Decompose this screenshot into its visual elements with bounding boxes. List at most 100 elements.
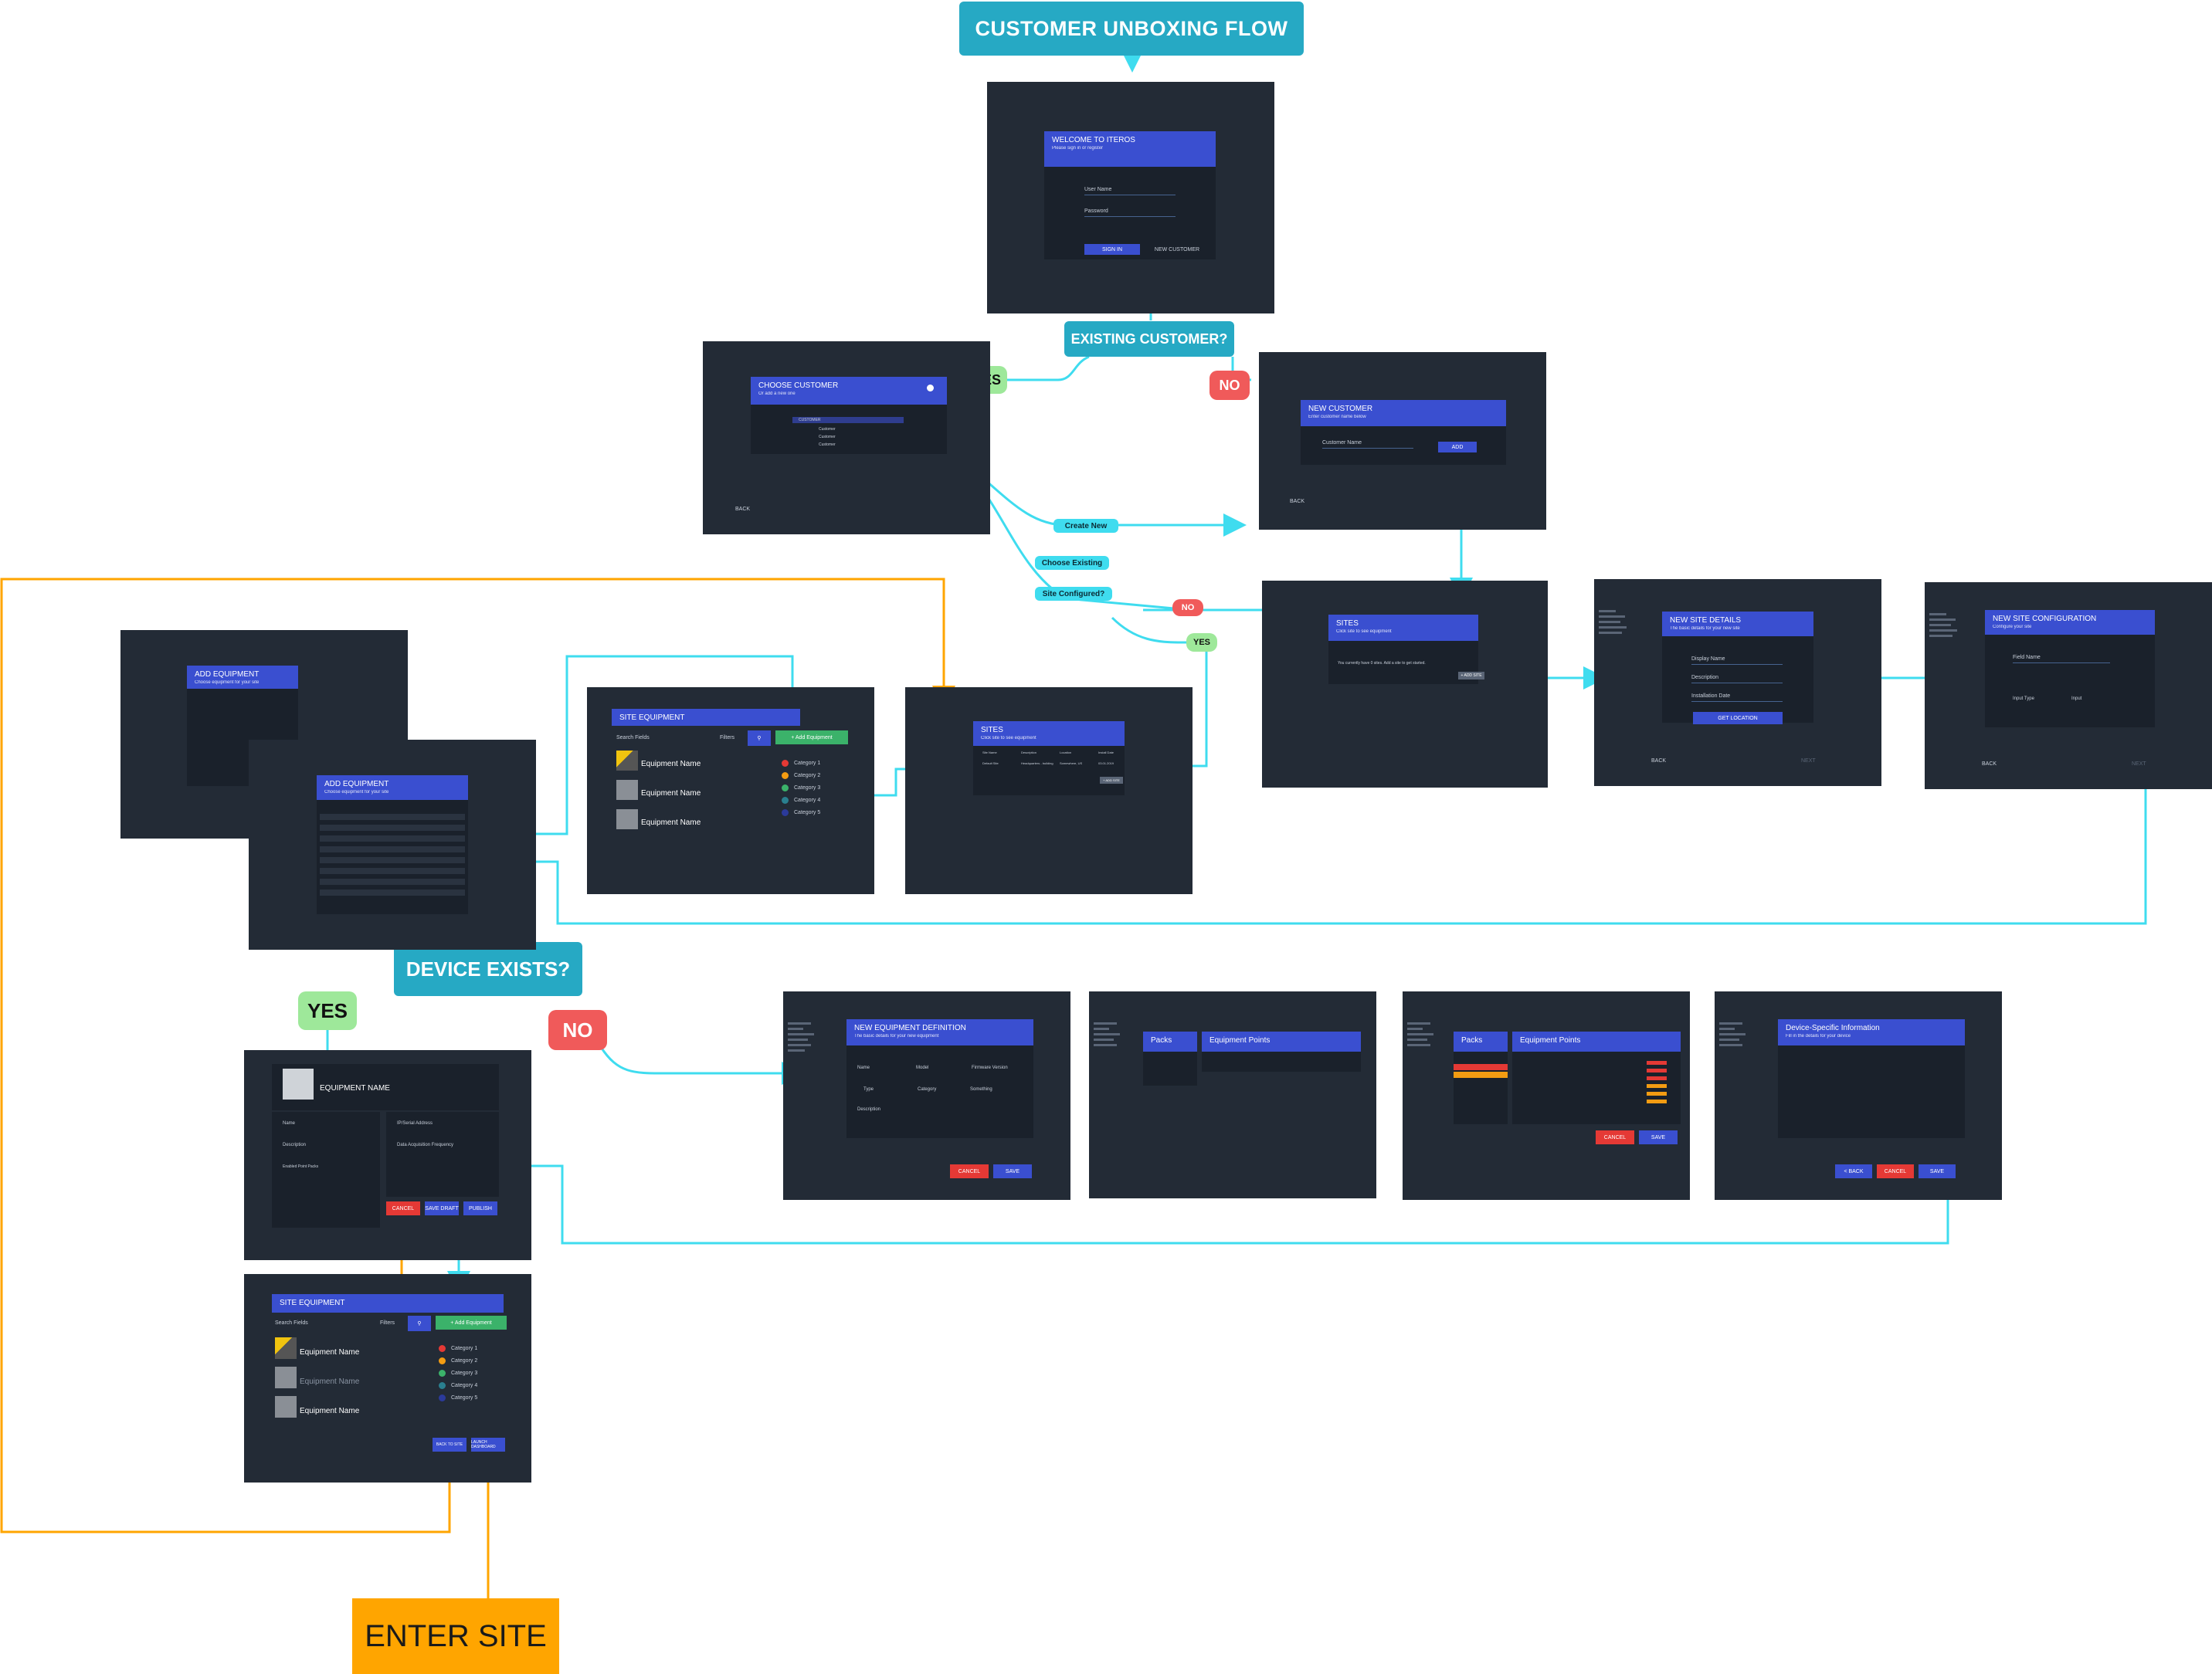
add-site-button[interactable]: + ADD SITE	[1458, 672, 1484, 679]
table-row[interactable]	[320, 890, 465, 896]
equipment-name[interactable]: Equipment Name	[641, 789, 701, 798]
customer-item-1[interactable]: Customer	[819, 427, 836, 432]
equipment-name[interactable]: Equipment Name	[641, 760, 701, 768]
screen-equipment-detail: EQUIPMENT NAME Name Description Enabled …	[244, 1050, 531, 1260]
category-select[interactable]: Category	[918, 1087, 937, 1092]
filters-dropdown[interactable]: Filters	[720, 735, 735, 740]
search-icon[interactable]: ⚲	[408, 1316, 431, 1331]
input-field[interactable]: Input	[2071, 696, 2082, 701]
cancel-button[interactable]: CANCEL	[1877, 1164, 1914, 1178]
site-config-header: NEW SITE CONFIGURATION Configure your si…	[1985, 610, 2155, 635]
point-status	[1647, 1061, 1667, 1065]
table-row[interactable]	[320, 835, 465, 842]
cancel-button[interactable]: CANCEL	[950, 1164, 989, 1178]
screen-sites-list: SITES Click site to see equipment Site N…	[905, 687, 1193, 894]
category-label: Category 3	[451, 1371, 478, 1376]
sign-in-button[interactable]: SIGN IN	[1084, 244, 1140, 255]
site-details-form	[1662, 636, 1813, 723]
table-row[interactable]	[320, 879, 465, 885]
back-to-site-button[interactable]: BACK TO SITE	[433, 1438, 466, 1452]
search-input[interactable]: Search Fields	[275, 1320, 308, 1326]
edge-label-site-configured: Site Configured?	[1035, 587, 1112, 601]
pack-selected[interactable]	[1454, 1072, 1508, 1078]
add-customer-button[interactable]: ADD	[1438, 442, 1477, 452]
name-field[interactable]: Name	[283, 1121, 296, 1126]
pack-selected[interactable]	[1454, 1064, 1508, 1070]
username-field[interactable]: User Name	[1084, 187, 1112, 192]
launch-dashboard-button[interactable]: LAUNCH DASHBOARD	[471, 1438, 505, 1452]
customer-item-2[interactable]: Customer	[819, 435, 836, 439]
save-button[interactable]: SAVE	[1639, 1130, 1678, 1144]
choose-customer-subtitle: Or add a new one	[758, 391, 796, 396]
customer-name-field[interactable]: Customer Name	[1322, 440, 1362, 446]
save-button[interactable]: SAVE	[1919, 1164, 1956, 1178]
enabled-point-packs: Enabled Point Packs	[283, 1164, 319, 1169]
cancel-button[interactable]: CANCEL	[386, 1201, 420, 1215]
back-button[interactable]: BACK	[1651, 758, 1667, 764]
sites-empty-subtitle: Click site to see equipment	[1336, 629, 1392, 634]
next-button[interactable]: NEXT	[1801, 758, 1816, 764]
site-config-title: NEW SITE CONFIGURATION	[1993, 615, 2097, 623]
get-location-button[interactable]: GET LOCATION	[1693, 712, 1783, 724]
type-select[interactable]: Type	[863, 1087, 874, 1092]
site-config-sidebar	[1929, 613, 1960, 640]
description-field[interactable]: Description	[857, 1107, 881, 1112]
site-details-sidebar	[1599, 610, 1630, 637]
back-button[interactable]: BACK	[1982, 761, 1997, 767]
site-row-location: Somewhere, US	[1060, 761, 1083, 765]
password-field[interactable]: Password	[1084, 208, 1108, 214]
table-row[interactable]	[320, 846, 465, 852]
display-name-field[interactable]: Display Name	[1691, 656, 1725, 662]
model-field[interactable]: Model	[916, 1066, 929, 1070]
site-equipment-final-title: SITE EQUIPMENT	[280, 1299, 345, 1307]
table-row[interactable]	[320, 825, 465, 831]
search-input[interactable]: Search Fields	[616, 735, 650, 740]
screen-new-site-config: NEW SITE CONFIGURATION Configure your si…	[1925, 582, 2212, 789]
name-field[interactable]: Name	[857, 1066, 870, 1070]
save-draft-button[interactable]: SAVE DRAFT	[425, 1201, 459, 1215]
description-field[interactable]: Description	[283, 1143, 307, 1147]
back-button[interactable]: BACK	[1290, 499, 1305, 504]
back-button[interactable]: < BACK	[1835, 1164, 1872, 1178]
category-dot	[439, 1394, 446, 1401]
something-select[interactable]: Something	[970, 1087, 992, 1092]
filters-dropdown[interactable]: Filters	[380, 1320, 395, 1326]
equipment-name[interactable]: Equipment Name	[300, 1348, 360, 1357]
description-field[interactable]: Description	[1691, 675, 1719, 680]
new-customer-button[interactable]: NEW CUSTOMER	[1154, 246, 1200, 252]
equipment-avatar	[283, 1069, 314, 1100]
table-row[interactable]	[320, 857, 465, 863]
point-status	[1647, 1084, 1667, 1088]
customer-item-3[interactable]: Customer	[819, 442, 836, 447]
screen-add-equipment: ADD EQUIPMENT Choose equipment for your …	[249, 740, 536, 950]
installation-date-field[interactable]: Installation Date	[1691, 693, 1731, 699]
search-icon[interactable]: ⚲	[748, 730, 771, 746]
add-customer-icon[interactable]	[927, 385, 934, 391]
frequency-field[interactable]: Data Acquisition Frequency	[397, 1143, 454, 1147]
publish-button[interactable]: PUBLISH	[463, 1201, 497, 1215]
site-row-name[interactable]: Default Site	[982, 761, 999, 765]
add-equipment-button[interactable]: + Add Equipment	[436, 1316, 507, 1330]
cancel-button[interactable]: CANCEL	[1596, 1130, 1634, 1144]
add-equipment-header: ADD EQUIPMENT Choose equipment for your …	[317, 775, 468, 800]
equipment-name[interactable]: Equipment Name	[641, 818, 701, 827]
add-site-button[interactable]: + ADD SITE	[1100, 777, 1123, 784]
add-equipment-back-subtitle: Choose equipment for your site	[195, 680, 260, 685]
table-row[interactable]	[320, 814, 465, 820]
new-customer-title: NEW CUSTOMER	[1308, 405, 1373, 413]
add-equipment-button[interactable]: + Add Equipment	[775, 730, 848, 744]
next-button[interactable]: NEXT	[2132, 761, 2146, 767]
welcome-subtitle: Please sign in or register	[1052, 146, 1104, 151]
category-label: Category 1	[451, 1346, 478, 1351]
save-button[interactable]: SAVE	[993, 1164, 1032, 1178]
back-button[interactable]: BACK	[735, 507, 751, 512]
equipment-name[interactable]: Equipment Name	[300, 1377, 360, 1386]
field-name-input[interactable]: Field Name	[2013, 655, 2041, 660]
device-info-header: Device-Specific Information Fill in the …	[1778, 1019, 1965, 1045]
input-type-select[interactable]: Input Type	[2013, 696, 2034, 701]
category-label: Category 4	[451, 1383, 478, 1388]
firmware-field[interactable]: Firmware Version	[972, 1066, 1008, 1070]
equipment-name[interactable]: Equipment Name	[300, 1407, 360, 1415]
address-field[interactable]: IP/Serial Address	[397, 1121, 433, 1126]
table-row[interactable]	[320, 868, 465, 874]
